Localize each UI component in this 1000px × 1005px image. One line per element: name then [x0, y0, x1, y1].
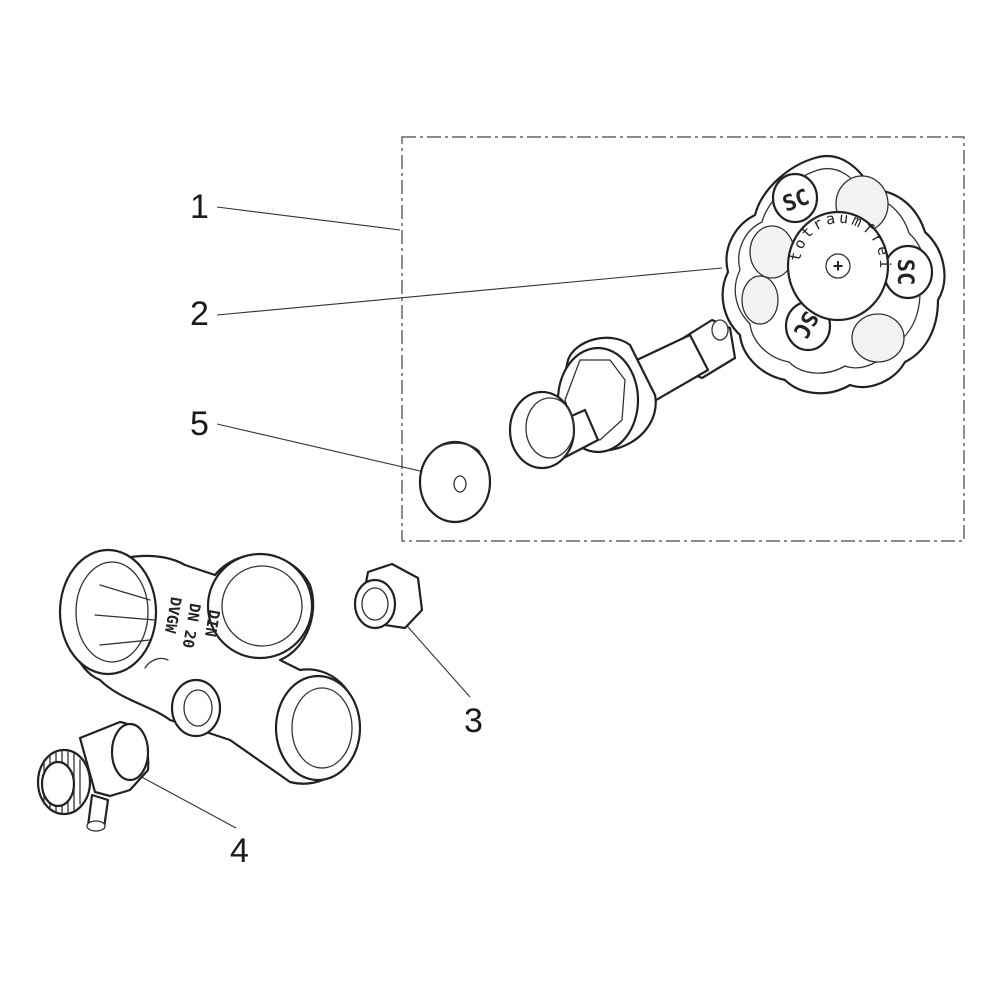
outlet-port: [274, 674, 362, 782]
plug-thread: [353, 578, 397, 630]
assembly-boundary: [401, 136, 965, 542]
valve-body: DIN DN 20 DVGW: [58, 548, 362, 785]
drain-port: [170, 678, 222, 738]
callout-number: 4: [230, 832, 249, 870]
marking-din: DIN: [201, 608, 223, 638]
inlet-port: [58, 548, 158, 676]
drain-valve-thread: [110, 722, 150, 782]
leader-line: [216, 206, 401, 231]
valve-disc-hole: [453, 475, 467, 493]
bonnet-port: [206, 552, 314, 660]
callout-1: 1: [190, 188, 401, 231]
handwheel-opening: [851, 313, 905, 363]
handwheel-center-symbol: +: [833, 256, 844, 276]
callout-2: 2: [190, 267, 723, 333]
plug: [353, 562, 424, 630]
callout-4: 4: [124, 767, 249, 870]
leader-line: [124, 767, 237, 829]
handwheel: SC SC SC totraumfrei +: [721, 155, 946, 395]
svg-text:SC: SC: [892, 259, 917, 286]
callout-number: 5: [190, 405, 209, 443]
callout-number: 3: [464, 702, 483, 740]
handwheel-center-screw: [825, 253, 851, 279]
leader-line: [216, 267, 723, 316]
flow-arrow: [144, 657, 169, 669]
valve-disc: [418, 440, 492, 524]
leader-line: [399, 617, 471, 698]
drain-valve: [36, 720, 150, 832]
handwheel-logo: SC: [882, 244, 934, 300]
handwheel-logo: SC: [771, 172, 819, 224]
handwheel-opening: [741, 275, 779, 325]
callout-5: 5: [190, 405, 447, 478]
valve-spindle: [508, 318, 737, 470]
callout-3: 3: [399, 617, 483, 740]
callout-number: 1: [190, 188, 209, 226]
leader-line: [216, 423, 447, 478]
handwheel-rim-inner: [734, 168, 927, 374]
callout-number: 2: [190, 295, 209, 333]
